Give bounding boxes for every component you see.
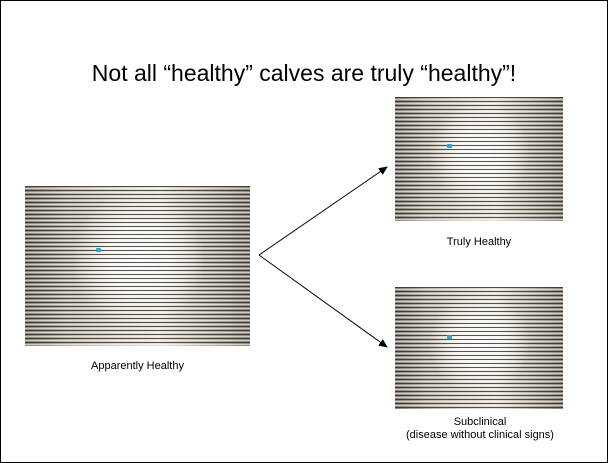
subclinical-calf-photo xyxy=(395,287,563,409)
truly-healthy-calf-photo xyxy=(395,97,563,221)
apparently-healthy-caption: Apparently Healthy xyxy=(91,360,184,372)
arrow-to-subclinical xyxy=(258,254,388,348)
subclinical-caption-line2: (disease without clinical signs) xyxy=(406,429,554,441)
apparently-healthy-calf-photo xyxy=(25,186,250,346)
slide-title: Not all “healthy” calves are truly “heal… xyxy=(91,60,517,86)
arrow-to-truly-healthy xyxy=(258,166,388,256)
subclinical-caption: Subclinical (disease without clinical si… xyxy=(380,416,580,442)
subclinical-caption-line1: Subclinical xyxy=(453,416,507,428)
truly-healthy-caption: Truly Healthy xyxy=(446,236,512,248)
